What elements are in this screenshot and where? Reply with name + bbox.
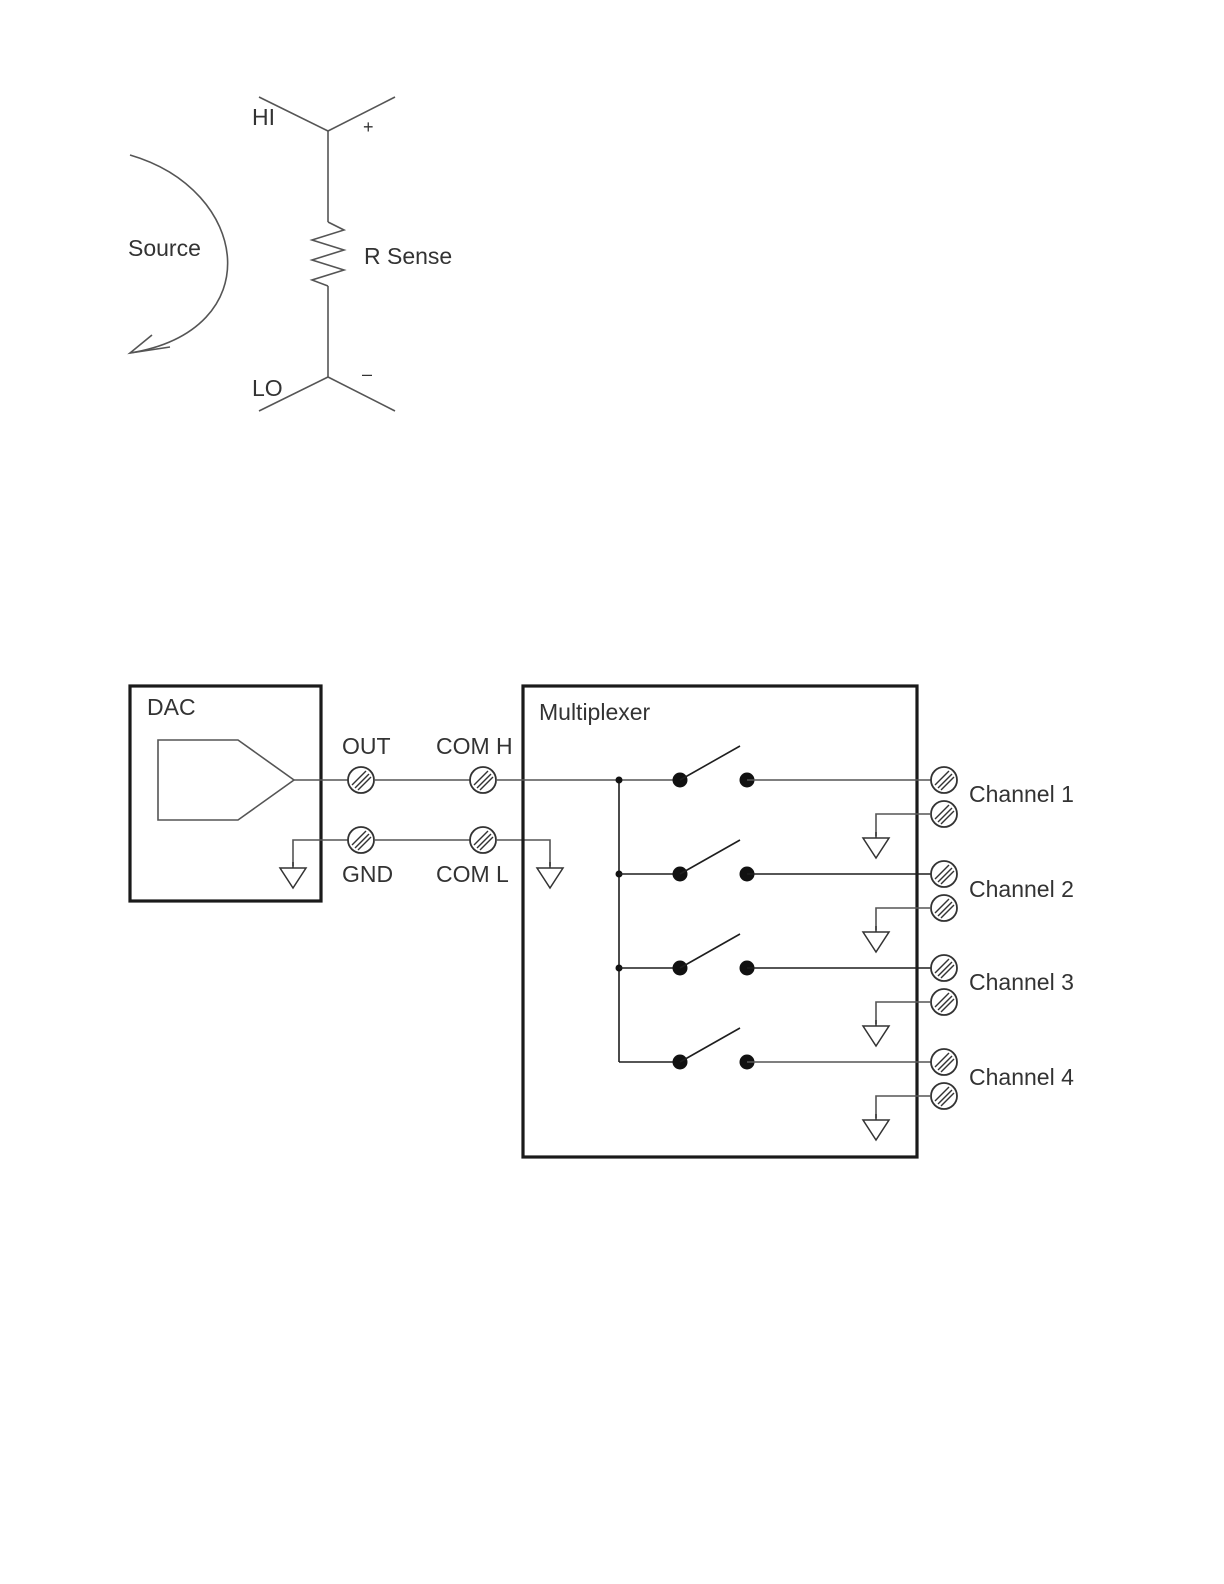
dac-ground-icon [280,862,306,888]
hi-label: HI [252,104,275,130]
dac-label: DAC [147,694,196,720]
channel-4-label: Channel 4 [969,1064,1074,1090]
out-terminal-icon [348,767,374,793]
sense-circuit: HI + Source R Sense LO – [128,97,452,411]
gnd-terminal-icon [348,827,374,853]
channel-1-hi-terminal-icon [931,767,957,793]
channel-2-hi-terminal-icon [931,861,957,887]
channel-3-label: Channel 3 [969,969,1074,995]
junction-dot-1 [616,777,623,784]
channel-4-hi-terminal-icon [931,1049,957,1075]
coml-ground-icon [537,862,563,888]
comh-label: COM H [436,733,513,759]
channel-1-ground-icon [863,832,889,858]
channel-2-lo-terminal-icon [931,895,957,921]
plus-label: + [363,117,374,137]
channel-2-label: Channel 2 [969,876,1074,902]
comh-terminal-icon [470,767,496,793]
gnd-label: GND [342,861,393,887]
channel-1-label: Channel 1 [969,781,1074,807]
rsense-label: R Sense [364,243,452,269]
multiplexer-label: Multiplexer [539,699,651,725]
source-label: Source [128,235,201,261]
minus-label: – [362,364,372,384]
dac-amplifier-icon [158,740,294,820]
coml-terminal-icon [470,827,496,853]
rsense-resistor [312,222,344,286]
lo-label: LO [252,375,283,401]
channel-1-lo-terminal-icon [931,801,957,827]
out-label: OUT [342,733,391,759]
channel-4-lo-terminal-icon [931,1083,957,1109]
channel-3-lo-terminal-icon [931,989,957,1015]
channel-4-ground-icon [863,1114,889,1140]
channel-3-hi-terminal-icon [931,955,957,981]
channel-2-ground-icon [863,926,889,952]
channel-3-ground-icon [863,1020,889,1046]
dac-mux-circuit: DAC OUT GND COM H COM L Multiplexer [130,686,1074,1157]
hi-lead-right [328,97,395,131]
coml-label: COM L [436,861,509,887]
channel-1-switch [673,746,932,788]
